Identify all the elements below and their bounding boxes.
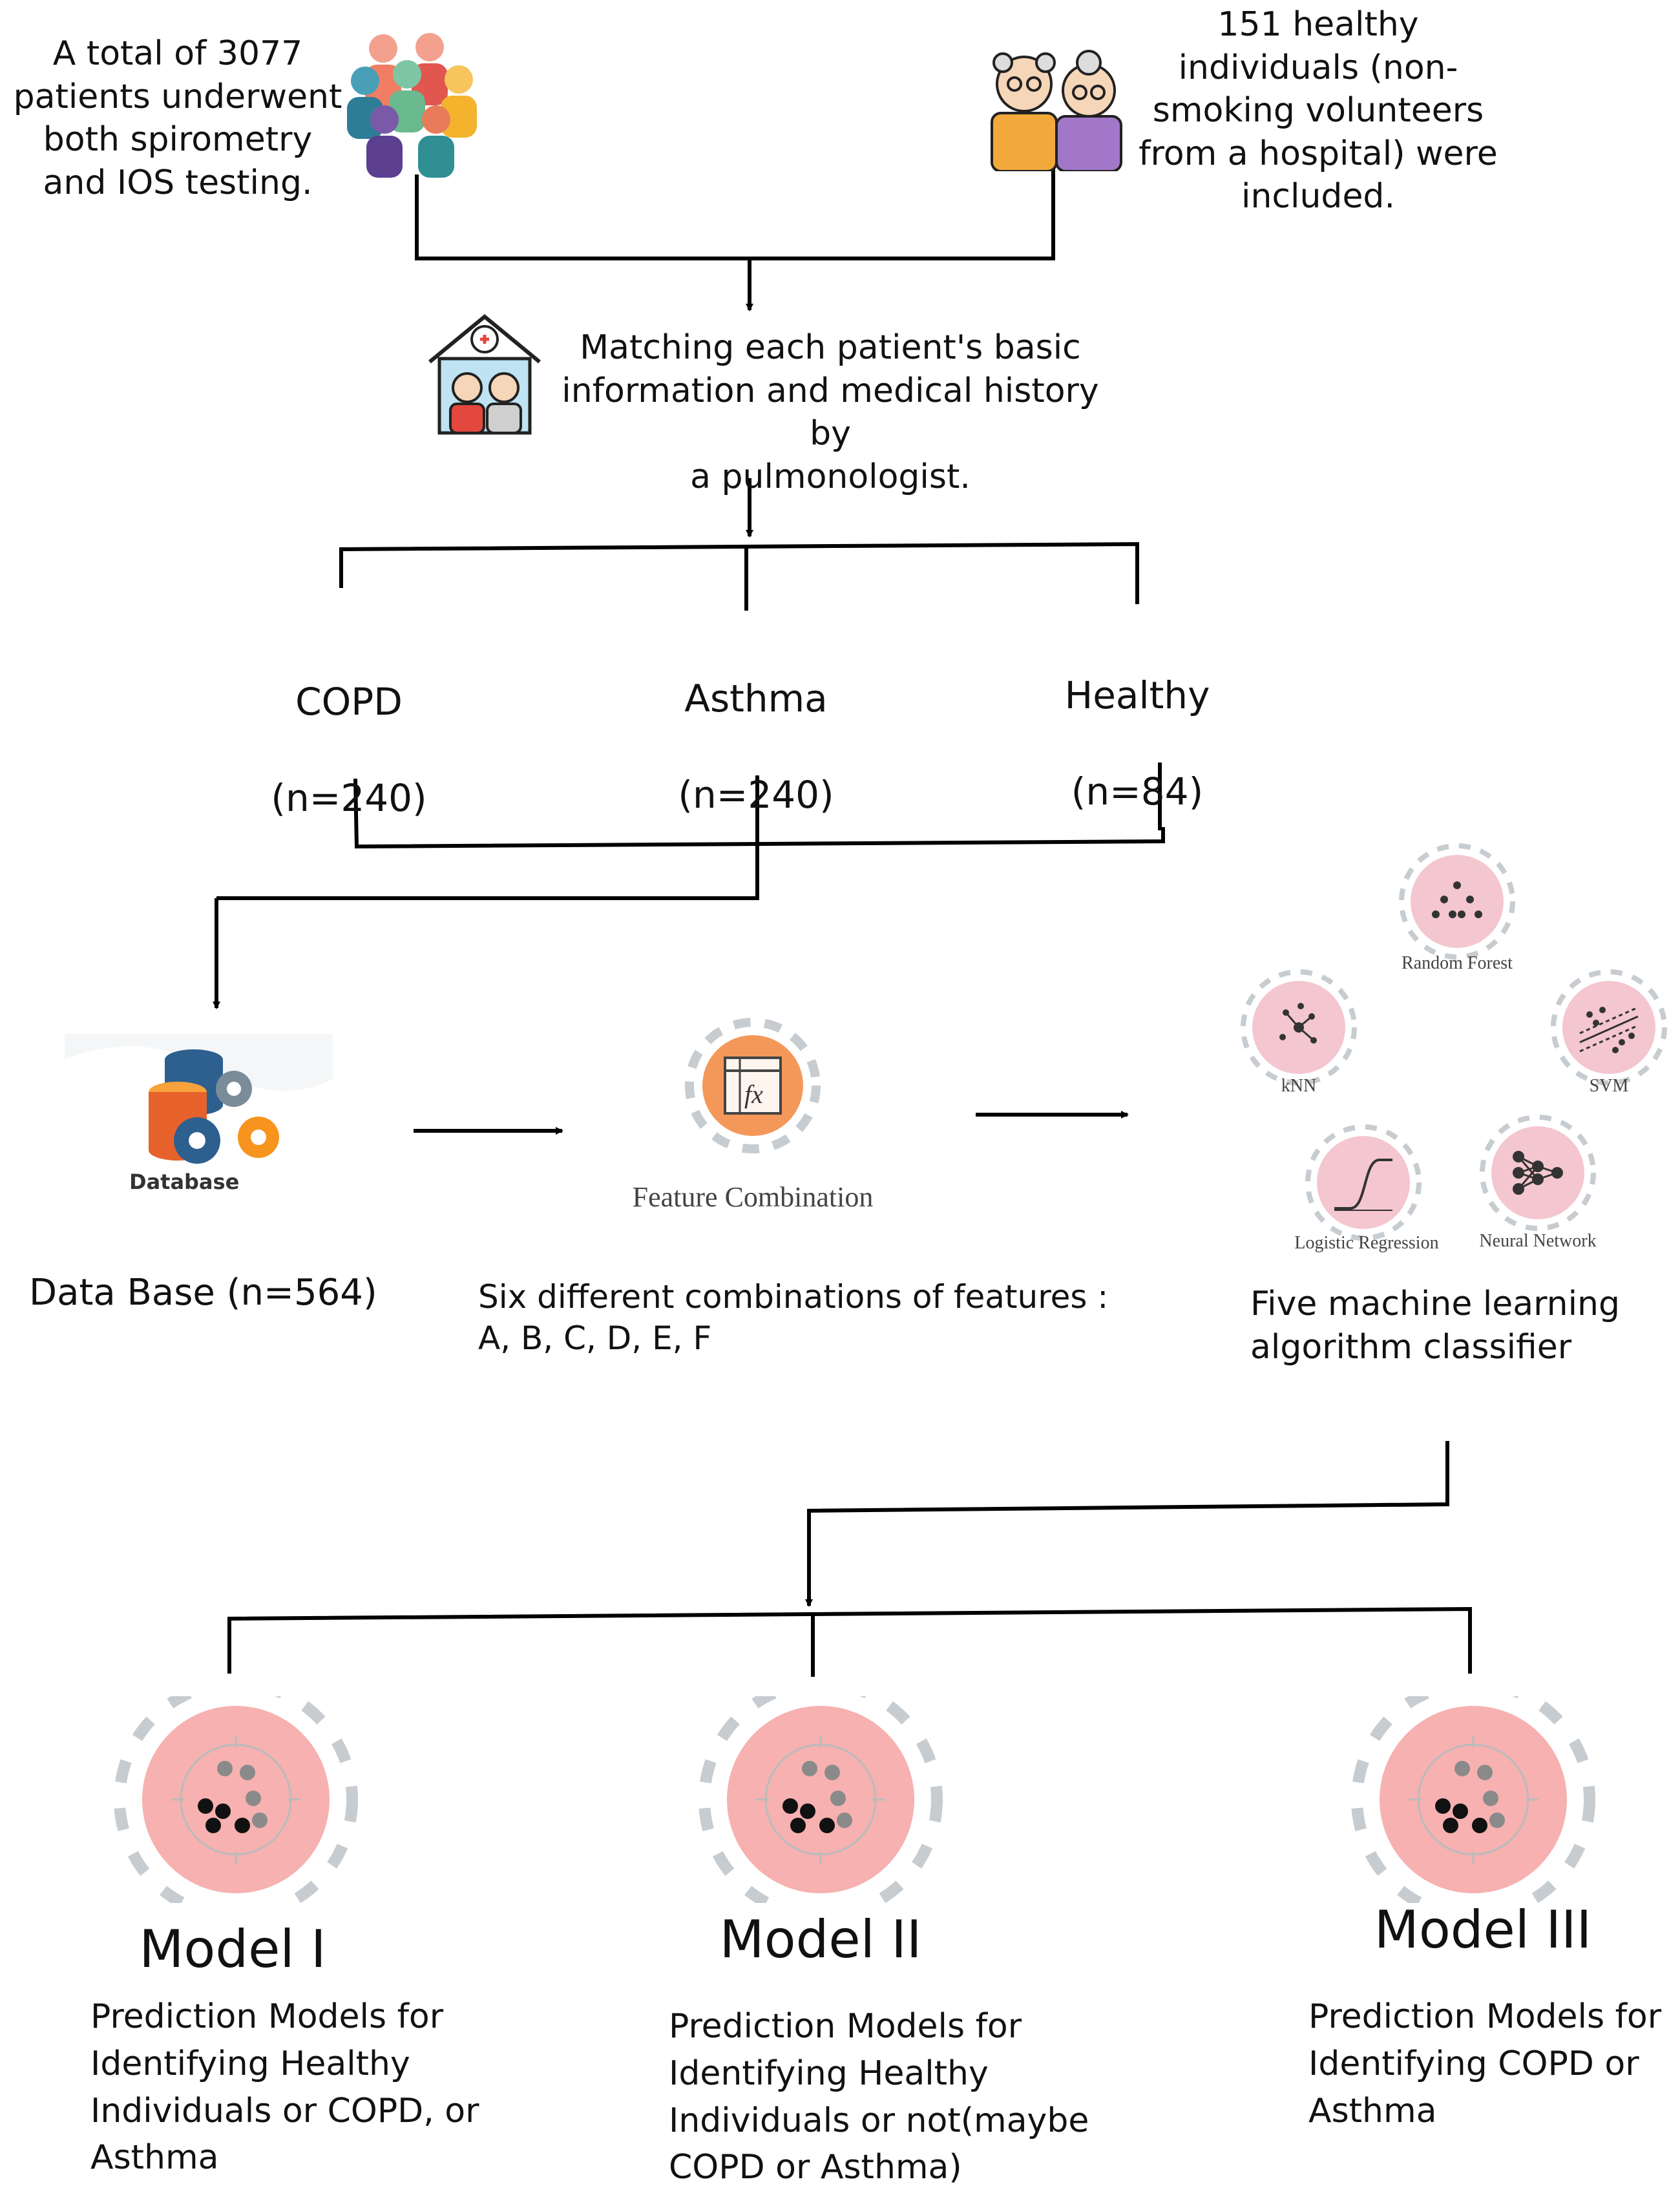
ml-to-models-line (807, 1441, 1449, 1513)
knn-icon (1237, 966, 1360, 1089)
model-3-icon (1347, 1677, 1599, 1922)
logistic-regression-icon (1302, 1121, 1425, 1244)
model-2-title: Model II (719, 1909, 922, 1970)
database-icon: Database (65, 1034, 333, 1202)
feature-caption: Six different combinations of features :… (478, 1278, 1109, 1357)
asthma-merge-line (216, 775, 759, 900)
group-asthma-name: Asthma (684, 677, 828, 721)
patients-text: A total of 3077 patients underwent both … (13, 34, 342, 202)
group-asthma: Asthma (n=240) (653, 627, 859, 867)
database-caption: Data Base (n=564) (29, 1272, 377, 1314)
group-healthy: Healthy (n=84) (1034, 624, 1241, 863)
feature-icon-label: Feature Combination (632, 1181, 874, 1213)
group-healthy-count: (n=84) (1071, 769, 1204, 814)
database-icon-label: Database (129, 1170, 239, 1194)
model-1-icon (110, 1677, 362, 1922)
model-3-title: Model III (1374, 1900, 1592, 1960)
top-merge-line (415, 139, 1055, 260)
model-3-description: Prediction Models for Identifying COPD o… (1308, 1997, 1662, 2130)
ml-label-neural-network: Neural Network (1479, 1231, 1597, 1251)
model-2-icon (695, 1677, 947, 1922)
model-1-title: Model I (139, 1919, 326, 1979)
ml-caption: Five machine learning algorithm classifi… (1250, 1285, 1620, 1367)
ml-label-random-forest: Random Forest (1402, 953, 1513, 973)
group-asthma-count: (n=240) (678, 772, 834, 817)
elderly-couple-icon (989, 36, 1124, 173)
group-merge-line (353, 778, 1165, 849)
ml-label-svm: SVM (1589, 1076, 1629, 1096)
ml-label-knn: kNN (1281, 1076, 1317, 1096)
svm-icon (1548, 966, 1670, 1089)
group-copd: COPD (n=240) (246, 630, 452, 870)
neural-network-icon (1476, 1111, 1599, 1234)
group-healthy-name: Healthy (1064, 673, 1210, 718)
model-1-description: Prediction Models for Identifying Health… (90, 1997, 479, 2178)
home-care-icon (423, 310, 546, 436)
model-2-description: Prediction Models for Identifying Health… (669, 2007, 1089, 2187)
patients-group-icon (346, 29, 485, 184)
model-split-line (227, 1606, 1472, 1674)
group-copd-name: COPD (295, 680, 403, 724)
ml-label-logistic-regression: Logistic Regression (1294, 1233, 1439, 1253)
random-forest-icon (1396, 840, 1518, 963)
matching-text: Matching each patient's basic informatio… (562, 328, 1099, 496)
feature-combination-icon: fx (659, 1018, 840, 1160)
healthy-text: 151 healthy individuals (non- smoking vo… (1139, 5, 1498, 216)
group-split-line (339, 541, 1139, 604)
svg-text:fx: fx (744, 1080, 763, 1109)
group-copd-count: (n=240) (271, 775, 427, 820)
